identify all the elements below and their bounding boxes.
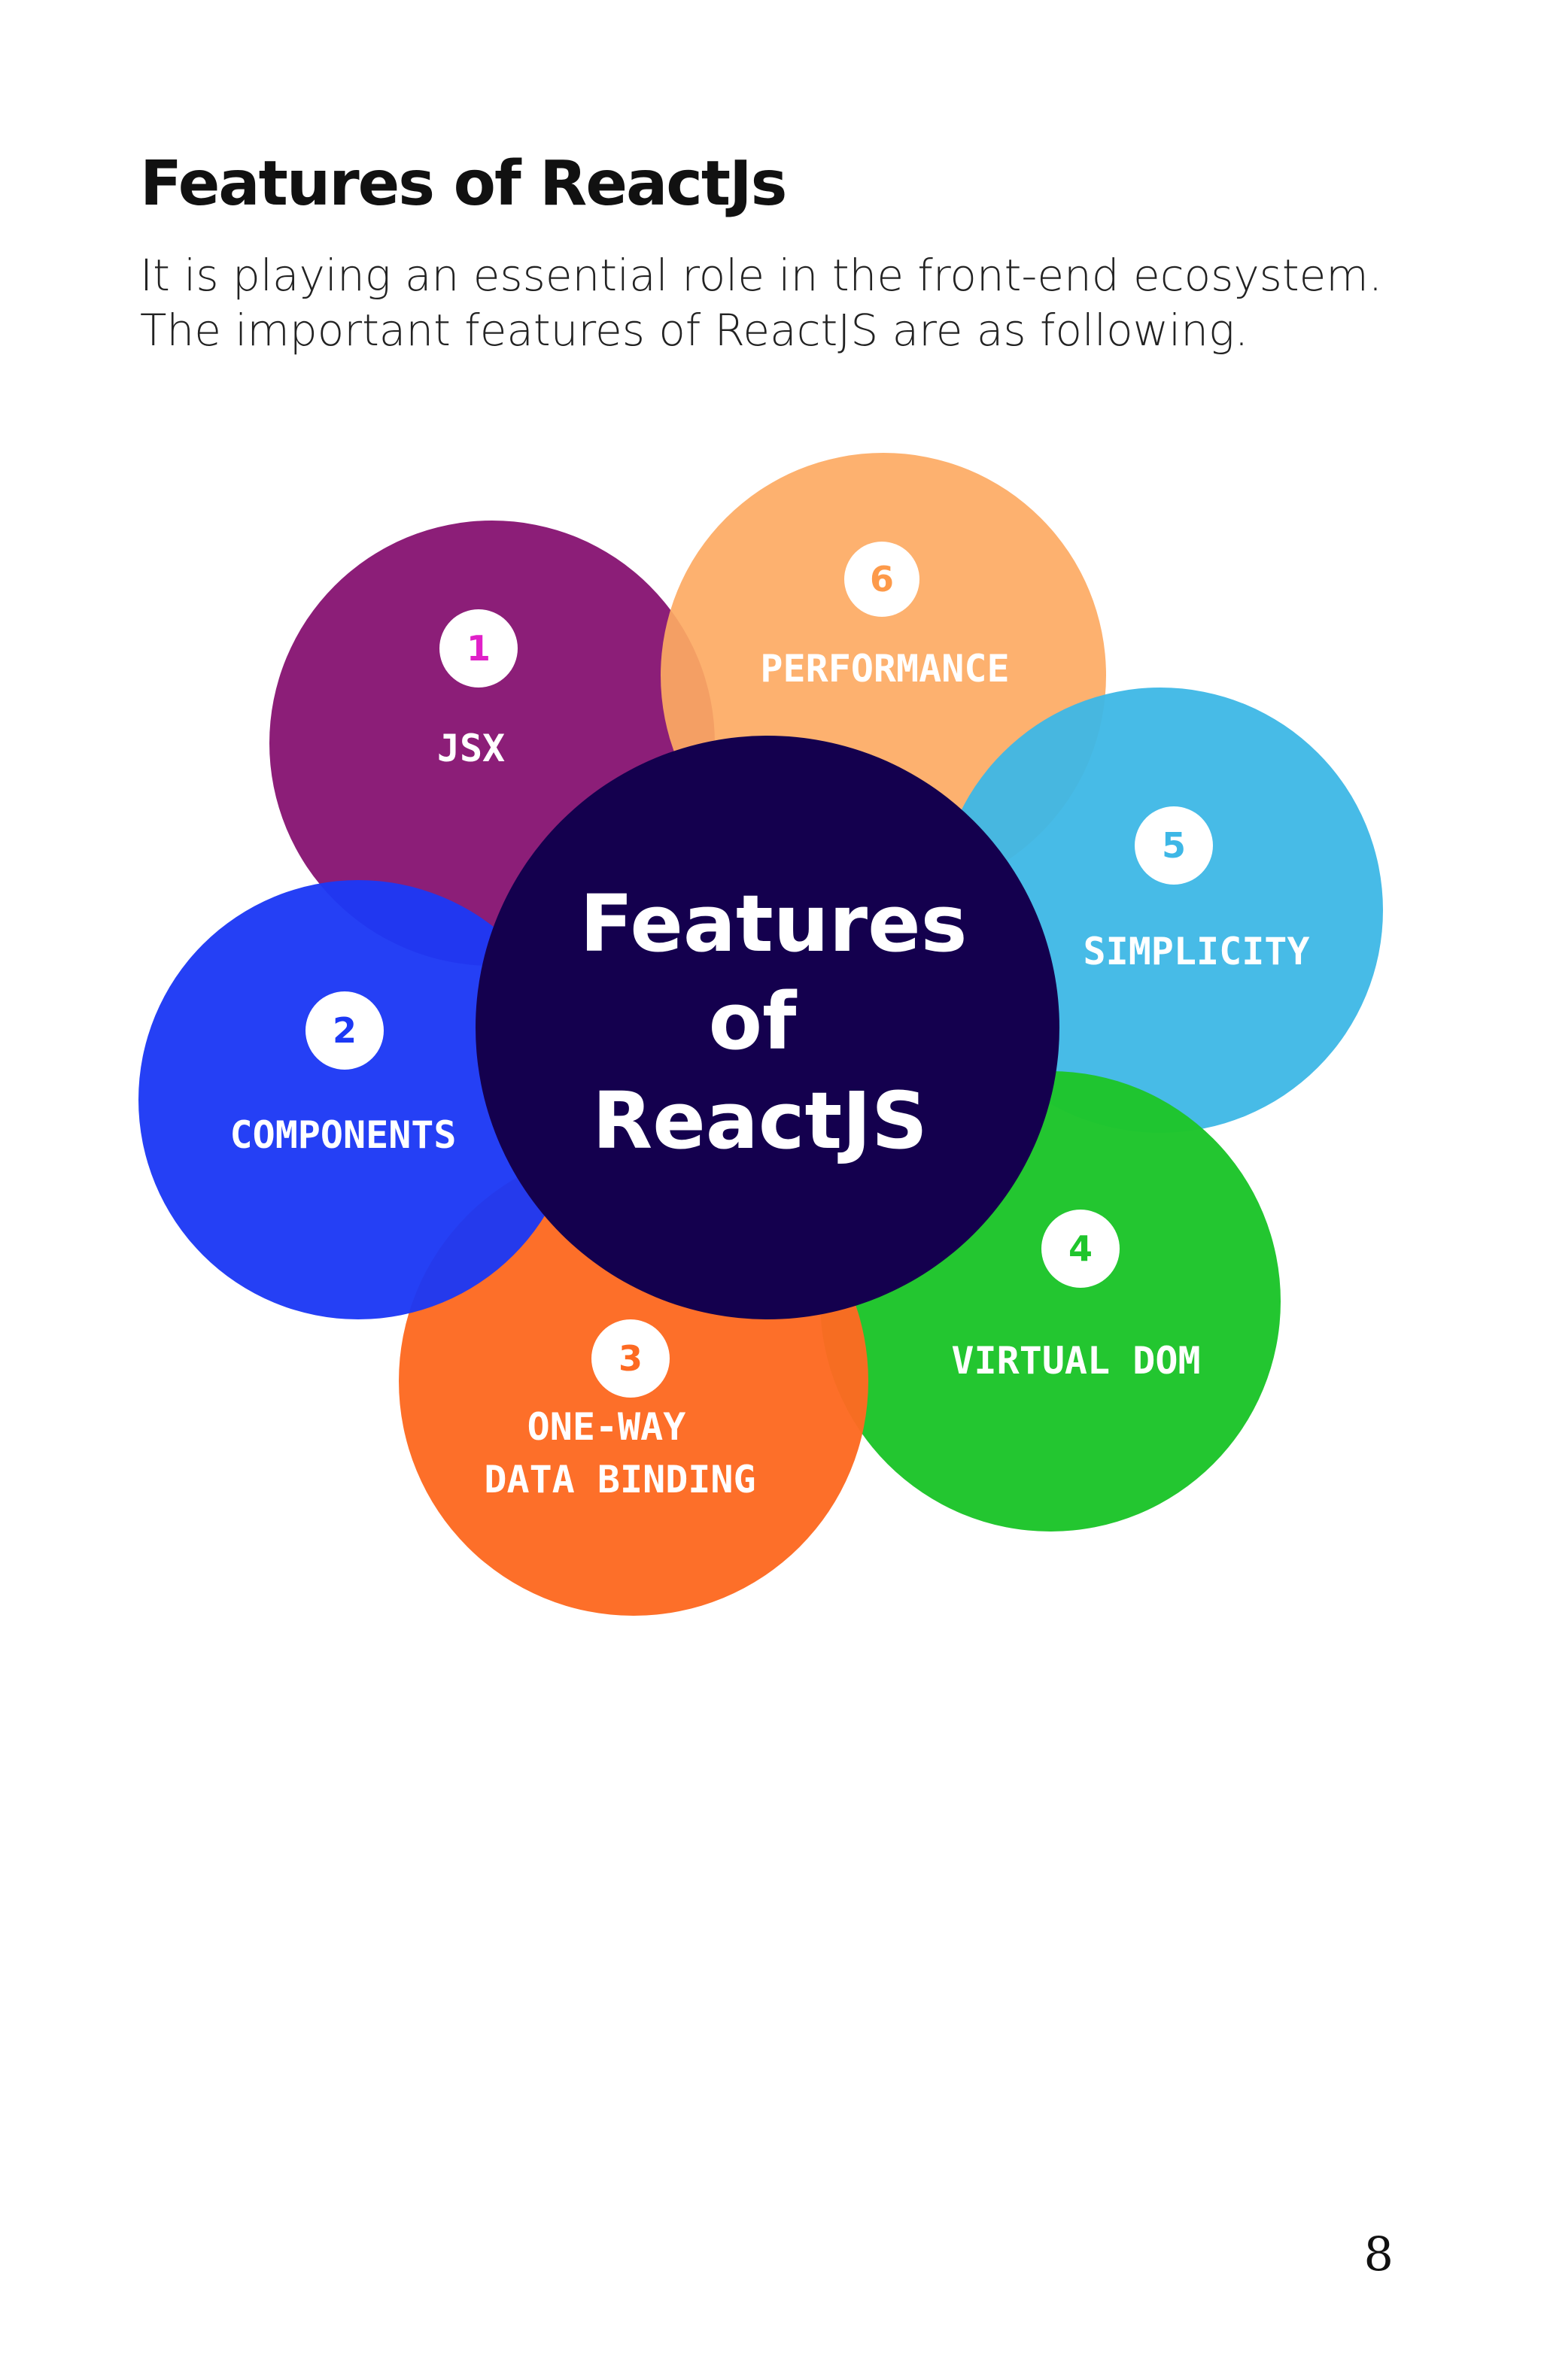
- badge-2: [305, 991, 384, 1070]
- page-heading: Features of ReactJs: [140, 148, 787, 220]
- badge-3: [591, 1319, 670, 1398]
- badge-2-number: 2: [333, 1010, 357, 1051]
- center-title-line1: Features: [579, 878, 967, 970]
- center-title-line2: of: [709, 976, 798, 1067]
- center-circle: [476, 736, 1059, 1319]
- badge-1-number: 1: [467, 628, 491, 669]
- badge-4: [1041, 1210, 1120, 1288]
- badge-6: [844, 542, 919, 617]
- petal-components-circle: [138, 880, 578, 1319]
- petal-virtual-dom-label: VIRTUAL DOM: [951, 1339, 1200, 1383]
- petal-components: 2 COMPONENTS: [138, 880, 578, 1319]
- badge-1: [439, 609, 518, 688]
- badge-4-number: 4: [1068, 1228, 1093, 1269]
- center-title-line3: ReactJS: [592, 1075, 928, 1167]
- badge-5: [1135, 806, 1213, 885]
- petal-simplicity-label: SIMPLICITY: [1083, 930, 1309, 973]
- badge-5-number: 5: [1162, 825, 1186, 866]
- badge-6-number: 6: [870, 559, 894, 600]
- badge-3-number: 3: [619, 1338, 643, 1379]
- petal-components-label: COMPONENTS: [229, 1113, 456, 1157]
- petal-one-way-label-line1: ONE-WAY: [527, 1405, 686, 1449]
- center-hub: Features of ReactJS: [476, 736, 1059, 1319]
- petal-performance-label: PERFORMANCE: [760, 647, 1009, 691]
- petal-jsx-label: JSX: [437, 727, 505, 770]
- page-number: 8: [1363, 2227, 1394, 2281]
- petal-one-way-label-line2: DATA BINDING: [484, 1458, 755, 1501]
- intro-paragraph: It is playing an essential role in the f…: [140, 250, 1383, 356]
